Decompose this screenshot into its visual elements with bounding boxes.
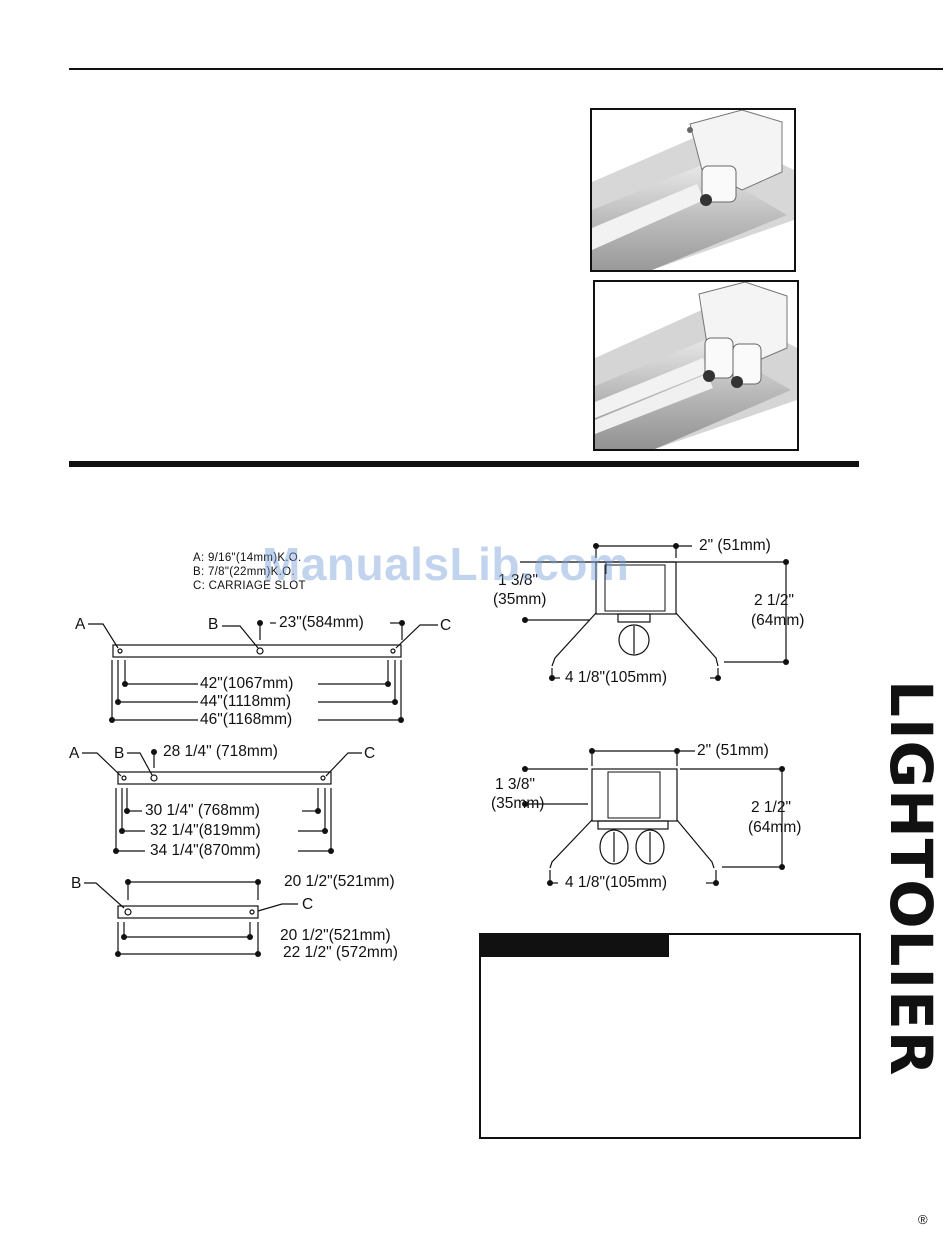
slot-label-c-2ft: C <box>302 896 314 913</box>
channel-4ft-outline <box>112 644 402 658</box>
dim-3ft-3: 34 1/4"(870mm) <box>150 842 261 859</box>
legend-a: A: 9/16"(14mm)K.O. <box>193 552 302 564</box>
top-rule <box>69 68 943 70</box>
channel-3ft-outline <box>117 771 332 785</box>
dim-2ft-b: 20 1/2"(521mm) <box>284 873 395 890</box>
dim-2ft-2: 22 1/2" (572mm) <box>283 944 398 961</box>
double-height-1: 2 1/2" <box>751 799 791 816</box>
single-side-2: (35mm) <box>493 591 547 608</box>
two-lamp-fixture-photo <box>593 280 799 451</box>
single-base: 4 1/8"(105mm) <box>565 669 667 686</box>
double-section-ballast-box <box>591 768 678 822</box>
legend-b: B: 7/8"(22mm)K.O. <box>193 566 295 578</box>
ko-label-b: B <box>208 616 219 633</box>
single-height-2: (64mm) <box>751 612 805 629</box>
section-divider-rule <box>69 461 859 467</box>
dim-4ft-3: 46"(1168mm) <box>200 711 293 728</box>
ko-label-b-3ft: B <box>114 745 125 762</box>
note-box-header-bar <box>481 935 669 957</box>
legend-c: C: CARRIAGE SLOT <box>193 580 306 592</box>
dim-4ft-1: 42"(1067mm) <box>200 675 294 692</box>
single-width-top: 2" (51mm) <box>699 537 771 554</box>
ko-label-a-3ft: A <box>69 745 80 762</box>
dim-3ft-b: 28 1/4" (718mm) <box>163 743 278 760</box>
double-side-1: 1 3/8" <box>495 776 535 793</box>
brand-name: LIGHTOLIER <box>877 680 945 1077</box>
registered-mark: ® <box>918 1212 928 1227</box>
note-box <box>479 933 861 1139</box>
single-lamp-fixture-photo <box>590 108 796 272</box>
watermark: ManualsLib.com <box>262 538 630 590</box>
slot-label-c-3ft: C <box>364 745 376 762</box>
dim-4ft-2: 44"(1118mm) <box>200 693 292 710</box>
single-side-1: 1 3/8" <box>498 572 538 589</box>
dim-2ft-1: 20 1/2"(521mm) <box>280 927 391 944</box>
dim-3ft-1: 30 1/4" (768mm) <box>145 802 260 819</box>
dim-4ft-b: 23"(584mm) <box>279 614 364 631</box>
brand-logo: LIGHTOLIER <box>877 680 945 1220</box>
double-width-top: 2" (51mm) <box>697 742 769 759</box>
double-side-2: (35mm) <box>491 795 545 812</box>
double-height-2: (64mm) <box>748 819 802 836</box>
slot-label-c: C <box>440 617 452 634</box>
dim-3ft-2: 32 1/4"(819mm) <box>150 822 261 839</box>
channel-2ft-outline <box>117 905 259 919</box>
single-height-1: 2 1/2" <box>754 592 794 609</box>
double-base: 4 1/8"(105mm) <box>565 874 667 891</box>
ko-label-a: A <box>75 616 86 633</box>
ko-label-b-2ft: B <box>71 875 82 892</box>
